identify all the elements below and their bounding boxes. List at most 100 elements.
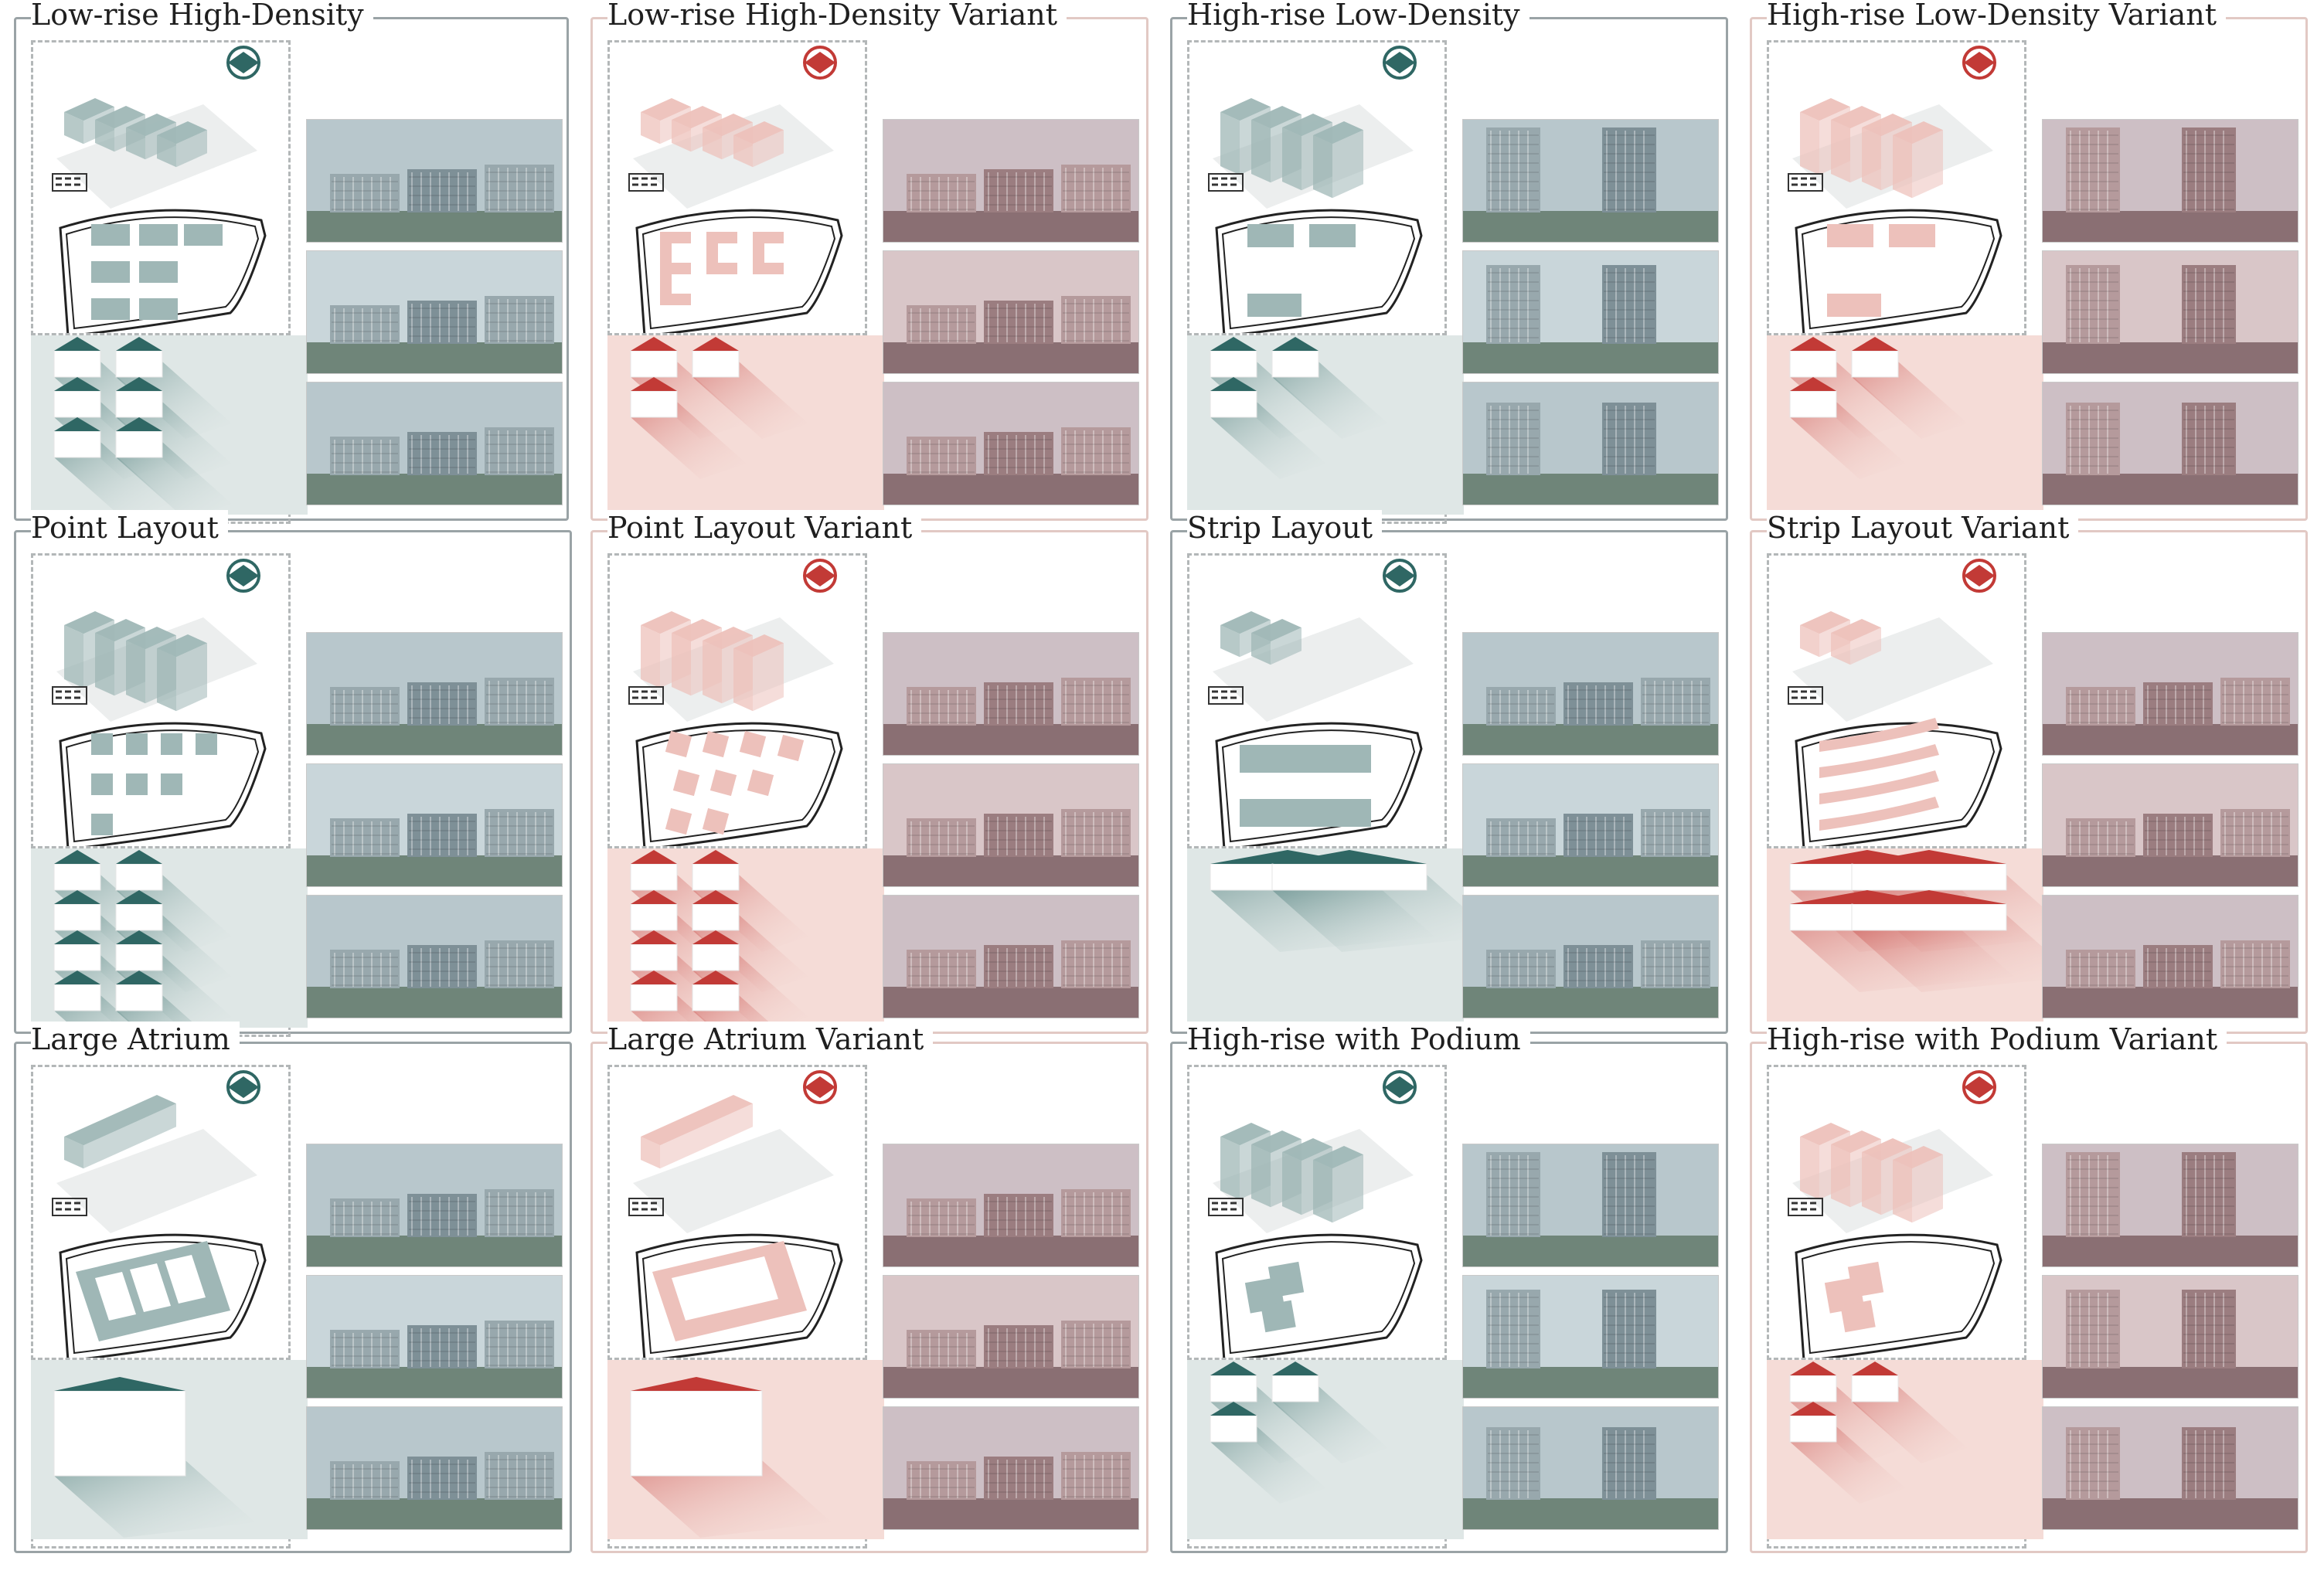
- panel-high-rise-low-density: High-rise Low-Density: [1170, 0, 1728, 524]
- panel-title: Low-rise High-Density Variant: [607, 0, 1067, 32]
- panel-high-rise-low-density-variant: High-rise Low-Density Variant: [1750, 0, 2308, 524]
- shadow-massing-icon: [607, 1360, 884, 1539]
- shadow-massing-icon: [1187, 335, 1464, 515]
- building-render-photo: [306, 895, 563, 1018]
- north-arrow-icon: [803, 46, 837, 80]
- north-arrow-icon: [226, 1070, 260, 1104]
- panel-large-atrium-variant: Large Atrium Variant: [590, 1022, 1148, 1553]
- building-render-photo: [883, 119, 1139, 243]
- building-render-photo: [1462, 1144, 1719, 1267]
- building-render-photo: [2042, 632, 2298, 756]
- shadow-massing-icon: [1767, 335, 2043, 515]
- site-key-icon: [1788, 173, 1823, 192]
- building-render-photo: [883, 250, 1139, 374]
- panel-title: Large Atrium Variant: [607, 1022, 934, 1057]
- building-render-photo: [1462, 895, 1719, 1018]
- north-arrow-icon: [226, 46, 260, 80]
- shadow-massing-icon: [31, 1360, 308, 1539]
- axonometric-massing-icon: [1767, 553, 2026, 848]
- building-render-photo: [2042, 119, 2298, 243]
- panel-low-rise-high-density: Low-rise High-Density: [14, 0, 569, 524]
- building-render-photo: [883, 382, 1139, 505]
- site-key-icon: [1208, 173, 1244, 192]
- panel-point-layout: Point Layout: [14, 510, 572, 1037]
- axonometric-massing-icon: [31, 553, 291, 848]
- axonometric-massing-icon: [1767, 40, 2026, 335]
- north-arrow-icon: [1962, 559, 1996, 593]
- building-render-photo: [883, 1144, 1139, 1267]
- axonometric-massing-icon: [31, 40, 291, 335]
- north-arrow-icon: [1383, 1070, 1417, 1104]
- axonometric-massing-icon: [1767, 1065, 2026, 1360]
- panel-large-atrium: Large Atrium: [14, 1022, 572, 1553]
- building-render-photo: [2042, 382, 2298, 505]
- north-arrow-icon: [1383, 559, 1417, 593]
- panel-title: Low-rise High-Density: [31, 0, 373, 32]
- panel-title: Large Atrium: [31, 1022, 240, 1057]
- building-render-photo: [2042, 250, 2298, 374]
- panel-high-rise-with-podium: High-rise with Podium: [1170, 1022, 1728, 1553]
- building-render-photo: [306, 119, 563, 243]
- axonometric-massing-icon: [607, 1065, 867, 1360]
- building-render-photo: [2042, 1144, 2298, 1267]
- shadow-massing-icon: [31, 335, 308, 515]
- building-render-photo: [306, 382, 563, 505]
- panel-title: Strip Layout Variant: [1767, 510, 2079, 546]
- panel-high-rise-with-podium-variant: High-rise with Podium Variant: [1750, 1022, 2308, 1553]
- axonometric-massing-icon: [1187, 553, 1447, 848]
- shadow-massing-icon: [607, 848, 884, 1028]
- building-render-photo: [1462, 1275, 1719, 1399]
- panel-strip-layout: Strip Layout: [1170, 510, 1728, 1037]
- panel-title: High-rise with Podium Variant: [1767, 1022, 2227, 1057]
- building-render-photo: [1462, 632, 1719, 756]
- north-arrow-icon: [803, 1070, 837, 1104]
- building-render-photo: [306, 1406, 563, 1530]
- building-render-photo: [883, 632, 1139, 756]
- building-render-photo: [883, 1275, 1139, 1399]
- building-render-photo: [2042, 1406, 2298, 1530]
- axonometric-massing-icon: [607, 553, 867, 848]
- site-key-icon: [1208, 686, 1244, 705]
- building-render-photo: [1462, 382, 1719, 505]
- site-key-icon: [628, 173, 664, 192]
- site-key-icon: [1788, 686, 1823, 705]
- building-render-photo: [883, 1406, 1139, 1530]
- building-render-photo: [2042, 895, 2298, 1018]
- building-render-photo: [883, 763, 1139, 887]
- north-arrow-icon: [1383, 46, 1417, 80]
- axonometric-massing-icon: [607, 40, 867, 335]
- site-key-icon: [52, 686, 87, 705]
- panel-title: Point Layout: [31, 510, 228, 546]
- shadow-massing-icon: [1187, 1360, 1464, 1539]
- north-arrow-icon: [226, 559, 260, 593]
- building-render-photo: [1462, 763, 1719, 887]
- building-render-photo: [306, 632, 563, 756]
- building-render-photo: [306, 1144, 563, 1267]
- building-render-photo: [1462, 250, 1719, 374]
- panel-frame: [14, 530, 572, 1034]
- shadow-massing-icon: [31, 848, 308, 1028]
- building-render-photo: [2042, 1275, 2298, 1399]
- site-key-icon: [52, 173, 87, 192]
- panel-low-rise-high-density-variant: Low-rise High-Density Variant: [590, 0, 1148, 524]
- building-render-photo: [306, 1275, 563, 1399]
- site-key-icon: [628, 1198, 664, 1216]
- building-render-photo: [1462, 119, 1719, 243]
- north-arrow-icon: [1962, 1070, 1996, 1104]
- panel-point-layout-variant: Point Layout Variant: [590, 510, 1148, 1037]
- building-render-photo: [306, 763, 563, 887]
- north-arrow-icon: [803, 559, 837, 593]
- shadow-massing-icon: [1187, 848, 1464, 1028]
- building-render-photo: [306, 250, 563, 374]
- panel-title: High-rise Low-Density: [1187, 0, 1529, 32]
- north-arrow-icon: [1962, 46, 1996, 80]
- shadow-massing-icon: [1767, 1360, 2043, 1539]
- shadow-massing-icon: [607, 335, 884, 515]
- site-key-icon: [1788, 1198, 1823, 1216]
- site-key-icon: [52, 1198, 87, 1216]
- shadow-massing-icon: [1767, 848, 2043, 1028]
- axonometric-massing-icon: [1187, 40, 1447, 335]
- panel-title: High-rise with Podium: [1187, 1022, 1530, 1057]
- panel-title: Strip Layout: [1187, 510, 1383, 546]
- site-key-icon: [628, 686, 664, 705]
